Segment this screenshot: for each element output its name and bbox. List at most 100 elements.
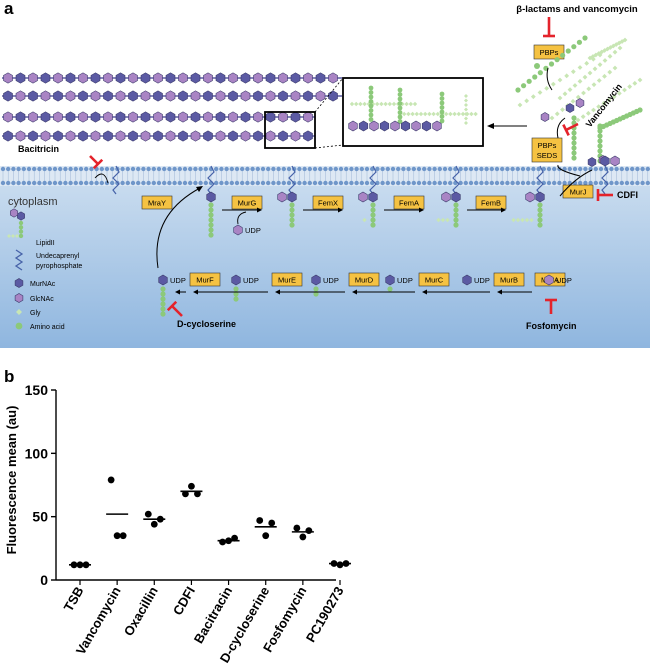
sugar-hexagon — [348, 120, 358, 132]
sugar-hexagon — [3, 90, 13, 102]
lipid-head — [583, 180, 588, 186]
amino-acid-dot — [537, 217, 543, 223]
amino-acid-dot — [233, 291, 239, 297]
sugar-hexagon — [328, 72, 338, 84]
lipid-head — [630, 180, 635, 186]
lipid-head — [26, 166, 32, 172]
sugar-hexagon — [165, 72, 176, 84]
gly-diamond — [349, 101, 355, 107]
gly-diamond — [632, 80, 638, 86]
sugar-hexagon — [103, 90, 113, 102]
gly-diamond — [577, 78, 583, 84]
lipid-head — [364, 180, 370, 186]
lipid-head — [567, 166, 572, 172]
amino-acid-dot — [397, 87, 403, 93]
amino-acid-dot — [160, 296, 166, 302]
lipid-head — [401, 166, 406, 172]
gly-diamond — [567, 87, 573, 93]
data-point — [305, 527, 313, 534]
mray-arrowhead — [196, 186, 203, 192]
sugar-hexagon — [215, 111, 226, 123]
d-cycloserine-inhibitor-bar — [166, 300, 178, 312]
bacitracin-arrow — [94, 173, 109, 184]
data-point — [299, 533, 307, 541]
gly-diamond — [517, 102, 523, 108]
lipid-head — [271, 180, 276, 186]
amino-acid-dot — [537, 222, 543, 228]
udp-label: UDP — [170, 276, 186, 285]
lipid-head — [624, 180, 630, 186]
lipid-head — [562, 180, 567, 186]
sugar-hexagon — [421, 120, 432, 132]
gly-diamond — [452, 111, 457, 117]
data-point — [293, 524, 301, 532]
femX-enzyme: FemX — [312, 195, 344, 210]
gly-diamond — [412, 101, 418, 107]
lipid-head — [136, 180, 141, 186]
lipid-head — [520, 180, 526, 186]
lipid-head — [151, 180, 156, 186]
gly-diamond — [612, 65, 618, 71]
lipid-head — [375, 166, 380, 172]
lipid-head — [494, 166, 500, 172]
lipid-head — [557, 180, 562, 186]
lipid-head — [89, 180, 94, 186]
murG-enzyme: MurG — [231, 195, 263, 210]
gly-diamond — [570, 98, 576, 104]
gly-diamond — [611, 94, 617, 100]
amino-acid-dot — [548, 61, 555, 67]
lipid-head — [73, 180, 79, 186]
sugar-hexagon — [15, 111, 26, 123]
x-tick-label: TSB — [61, 584, 87, 614]
lipid-head — [130, 166, 136, 172]
amino-acid-dot — [537, 70, 543, 76]
sugar-hexagon — [53, 111, 63, 123]
beta-lactams-inhibitor — [543, 17, 555, 38]
lipid-head — [276, 166, 281, 172]
amino-acid-dot — [560, 52, 566, 58]
lipid-head — [323, 180, 328, 186]
step-arrowhead — [257, 207, 262, 213]
lipid-head — [442, 180, 448, 186]
gly-diamond — [612, 49, 618, 55]
gly-diamond — [582, 74, 588, 80]
sugar-hexagon — [128, 72, 138, 84]
d-cycloserine-label: D-cycloserine — [177, 319, 236, 329]
lipid-head — [260, 166, 266, 172]
lipid-head — [234, 166, 240, 172]
lipid-head — [474, 166, 479, 172]
lipid-head — [536, 166, 541, 172]
sugar-hexagon — [65, 111, 76, 123]
lipid-head — [572, 166, 578, 172]
lipid-head — [94, 180, 99, 186]
lipid-head — [645, 166, 650, 172]
lipid-head — [500, 166, 505, 172]
gly-diamond — [524, 98, 530, 104]
lipid-head — [427, 180, 432, 186]
gly-diamond — [529, 217, 534, 223]
sugar-hexagon — [190, 72, 201, 84]
amino-acid-dot — [453, 222, 459, 228]
lipid-head — [240, 180, 245, 186]
amino-acid-dot — [233, 286, 239, 292]
lipid-head — [120, 166, 125, 172]
udp-label: UDP — [474, 276, 490, 285]
lipid-head — [536, 180, 541, 186]
lipid-head — [546, 180, 552, 186]
lipid-head — [37, 166, 42, 172]
amino-acid-dot — [313, 286, 319, 292]
gly-diamond — [418, 111, 424, 117]
sugar-hexagon — [203, 90, 213, 102]
lipid-head — [416, 166, 422, 172]
pbps-seds-box — [531, 137, 563, 163]
sugar-hexagon — [90, 90, 101, 102]
sugar-hexagon — [303, 111, 313, 123]
lipid-head — [193, 180, 198, 186]
lipid-head — [520, 166, 526, 172]
murF-enzyme-box — [189, 272, 221, 287]
lipid-head — [380, 180, 385, 186]
lipid-head — [354, 166, 359, 172]
sugar-hexagon — [290, 72, 301, 84]
amino-acid-dot — [565, 48, 571, 54]
